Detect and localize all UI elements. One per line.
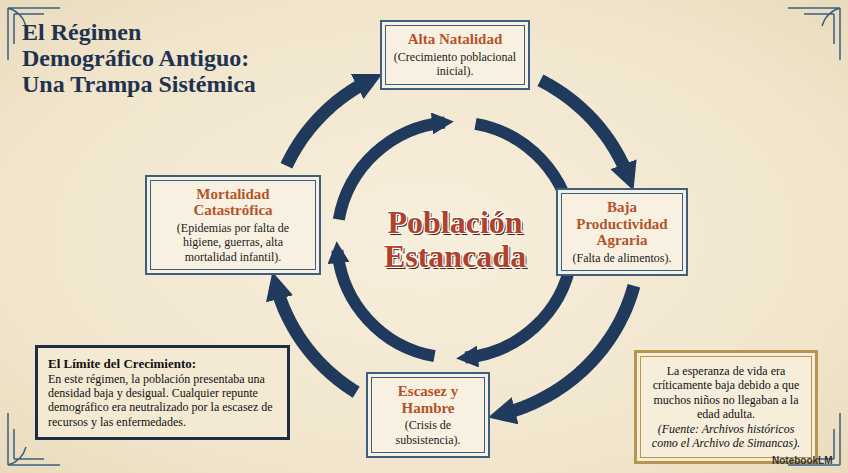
cycle-arrow	[286, 80, 370, 166]
mortality-box: Mortalidad Catastrófica(Epidemias por fa…	[145, 175, 321, 275]
box-heading: Mortalidad Catastrófica	[157, 186, 309, 219]
cycle-arrow	[540, 80, 628, 178]
cycle-arrow	[501, 286, 634, 415]
ring-arrow	[339, 122, 445, 219]
box-body: (Fuente: Archivos históricos como el Arc…	[649, 422, 803, 451]
inner-ring	[337, 122, 572, 357]
box-body: En este régimen, la población presentaba…	[48, 372, 277, 430]
productivity-box: Baja Productividad Agraria (Falta de alim…	[556, 188, 688, 276]
note-panel: La esperanza de vida era críticamente ba…	[634, 350, 818, 464]
center-label: Población Estancada	[345, 206, 565, 273]
box-heading: Baja Productividad Agraria	[568, 199, 676, 249]
watermark: NotebookLM	[772, 455, 842, 466]
limit-panel: El Límite del Crecimiento:En este régime…	[35, 345, 290, 440]
hunger-box: Escasez y Hambre(Crisis de subsistencia)…	[366, 372, 490, 458]
box-body: (Epidemias por falta de higiene, guerras…	[157, 221, 309, 264]
box-body: (Falta de alimentos).	[568, 251, 676, 265]
box-body: (Crisis de subsistencia).	[378, 418, 478, 447]
box-heading: El Límite del Crecimiento:	[48, 356, 277, 372]
corner-ornaments	[8, 8, 840, 465]
title: El Régimen Demográfico Antiguo: Una Tram…	[22, 20, 272, 98]
box-heading: Alta Natalidad	[392, 31, 518, 48]
corner-ornament	[788, 8, 840, 60]
box-heading: La esperanza de vida era críticamente ba…	[649, 364, 803, 422]
birth-box: Alta Natalidad (Crecimiento poblacional i…	[380, 20, 530, 89]
box-body: (Crecimiento poblacional inicial).	[392, 50, 518, 79]
box-heading: Escasez y Hambre	[378, 383, 478, 416]
